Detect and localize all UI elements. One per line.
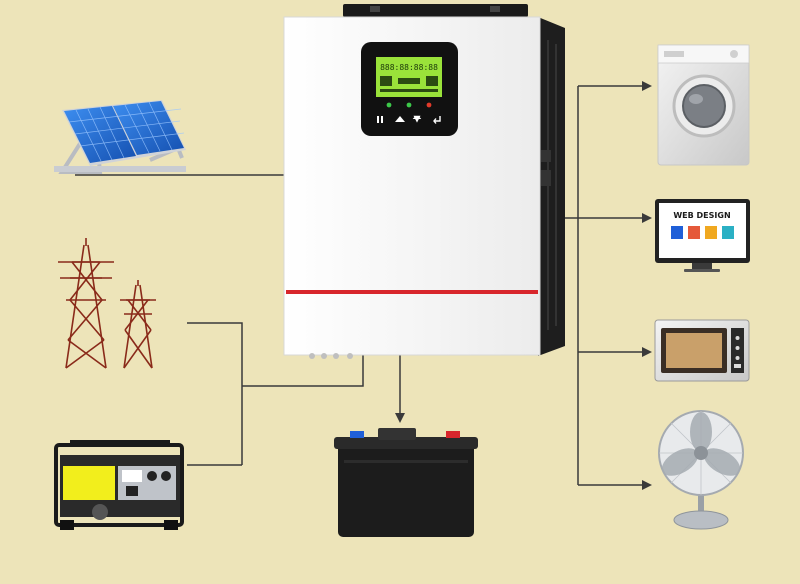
generator-icon	[54, 440, 184, 530]
lcd-readout: 888:88:88:88	[380, 63, 438, 72]
inverter-stripe	[286, 290, 538, 294]
bus-connector	[242, 354, 364, 387]
monitor-screen-tiles	[671, 226, 734, 239]
battery-icon	[334, 428, 478, 537]
computer-monitor-icon: WEB DESIGN	[655, 199, 750, 272]
electric-fan-icon	[658, 410, 744, 530]
grid-connector	[187, 322, 243, 465]
microwave-icon	[654, 319, 750, 382]
power-icon[interactable]	[377, 116, 383, 123]
washing-machine-icon	[657, 44, 750, 166]
solar-connector	[75, 174, 286, 354]
enter-icon[interactable]	[433, 116, 441, 124]
up-icon[interactable]	[395, 116, 405, 122]
inverter-icon: 888:88:88:88	[283, 4, 565, 359]
power-tower-icon	[58, 238, 156, 369]
battery-positive-terminal	[446, 431, 460, 438]
solar-panel-icon	[54, 100, 186, 174]
generator-fuel-panel	[63, 466, 115, 500]
battery-negative-terminal	[350, 431, 364, 438]
down-icon[interactable]	[412, 115, 422, 123]
monitor-screen-title: WEB DESIGN	[673, 211, 730, 220]
